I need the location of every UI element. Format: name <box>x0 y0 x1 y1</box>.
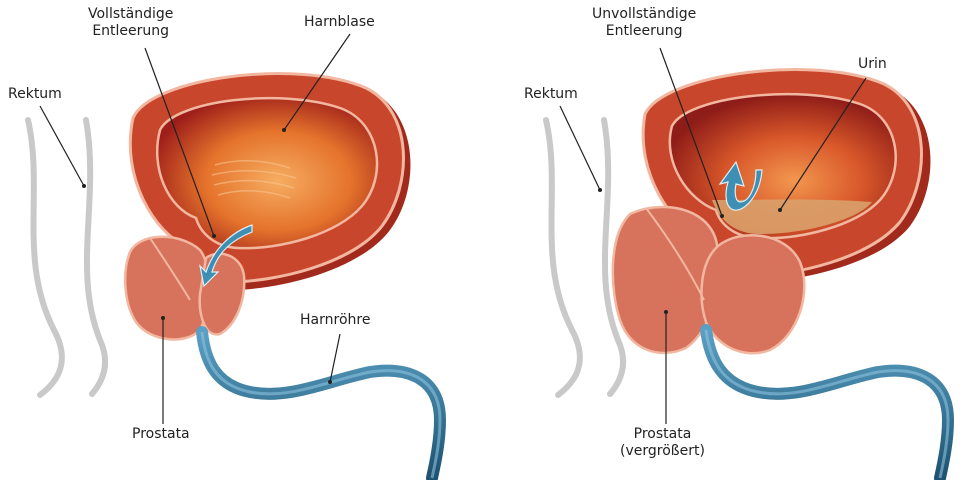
label-urine-text: Urin <box>858 56 887 72</box>
label-bladder: Harnblase <box>304 14 375 31</box>
label-prostate-right: Prostata (vergrößert) <box>620 426 705 460</box>
leader-lines-right <box>559 47 867 424</box>
label-incomplete-line2: Entleerung <box>605 23 683 39</box>
label-rectum-left: Rektum <box>8 86 62 103</box>
prostate-left <box>124 235 246 341</box>
circular-arrow-right <box>718 160 763 211</box>
label-incomplete-line1: Unvollständige <box>592 6 697 22</box>
label-incomplete-emptying: Unvollständige Entleerung <box>592 6 696 40</box>
label-rectum-right-text: Rektum <box>524 86 578 102</box>
leader-lines-left <box>39 33 351 424</box>
label-prostate-right-line2: (vergrößert) <box>620 443 705 459</box>
urethra-left <box>196 326 447 480</box>
label-rectum-right: Rektum <box>524 86 578 103</box>
label-complete-line2: Entleerung <box>92 23 170 39</box>
label-bladder-text: Harnblase <box>304 14 375 30</box>
label-prostate-right-line1: Prostata <box>633 426 692 442</box>
prostate-right <box>611 205 806 355</box>
bladder-left <box>128 72 411 290</box>
label-prostate-left: Prostata <box>132 426 190 443</box>
label-urine: Urin <box>858 56 887 73</box>
label-urethra-text: Harnröhre <box>300 312 371 328</box>
label-complete-emptying: Vollständige Entleerung <box>88 6 173 40</box>
label-rectum-left-text: Rektum <box>8 86 62 102</box>
label-complete-line1: Vollständige <box>88 6 174 22</box>
rectum-left <box>25 117 109 398</box>
flow-arrow-left <box>199 224 253 288</box>
label-prostate-left-text: Prostata <box>132 426 190 442</box>
rectum-right <box>543 117 627 398</box>
label-urethra: Harnröhre <box>300 312 370 329</box>
